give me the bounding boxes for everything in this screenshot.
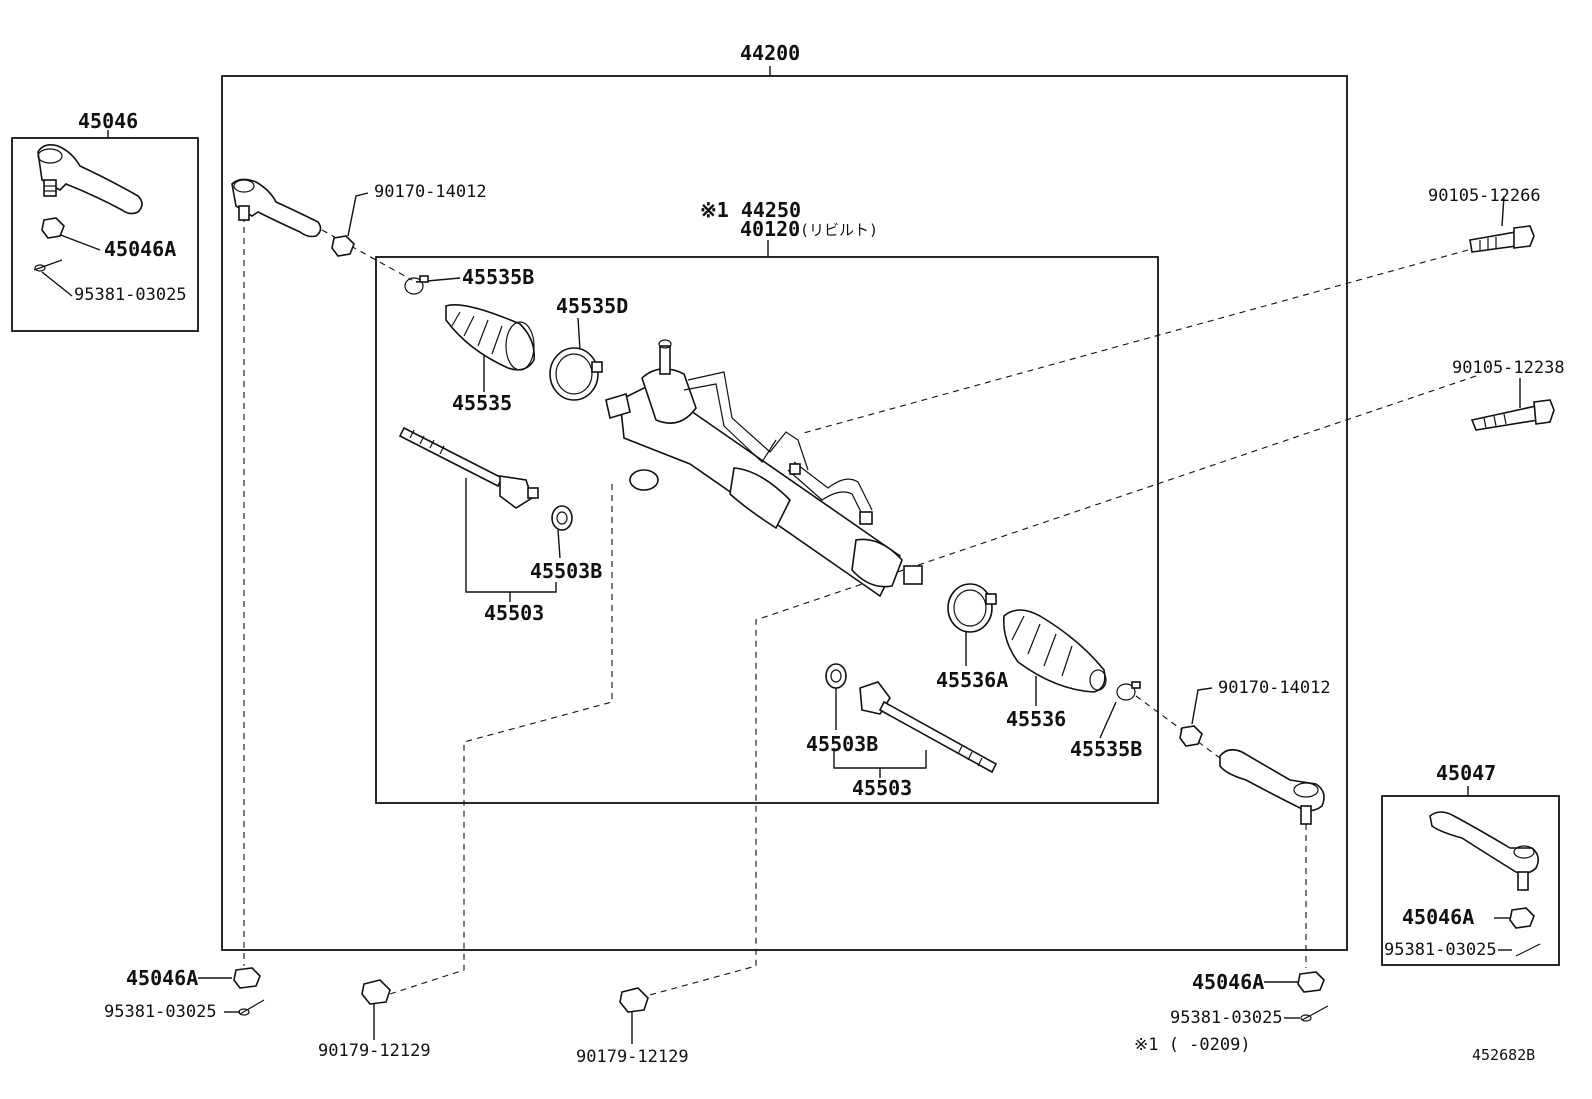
boot-clamp-d bbox=[549, 347, 603, 401]
right-inset-frame bbox=[1381, 795, 1560, 966]
label-left-inset-title: 45046 bbox=[78, 109, 138, 133]
inner-tie-rod-left bbox=[398, 426, 539, 509]
label-footnote: ※1 ( -0209) bbox=[1134, 1035, 1251, 1055]
castle-nut-bottom-right bbox=[1297, 971, 1325, 993]
label-nut-top-left: 90170-14012 bbox=[374, 182, 487, 202]
rebuilt-inner-frame bbox=[375, 256, 1159, 804]
label-nut-bottom-left: 45046A bbox=[126, 966, 198, 990]
label-clamp-d: 45535D bbox=[556, 294, 628, 318]
castle-nut-bottom-left bbox=[233, 967, 261, 989]
cotter-pin-bottom-right bbox=[1300, 1005, 1329, 1022]
label-bolt-lower: 90105-12238 bbox=[1452, 358, 1565, 378]
tie-rod-end-left-inset bbox=[33, 144, 143, 272]
label-right-inset-nut: 45046A bbox=[1402, 905, 1474, 929]
boot-clamp-right bbox=[1116, 681, 1141, 701]
lock-washer-left bbox=[551, 505, 573, 531]
dashed-assembly-lines bbox=[243, 216, 1477, 997]
bolt-upper bbox=[1469, 225, 1535, 253]
label-nut-mid-right: 90170-14012 bbox=[1218, 678, 1331, 698]
boot-left bbox=[445, 304, 536, 371]
castle-nut-mid-right bbox=[1179, 725, 1203, 747]
left-inset-frame bbox=[11, 137, 199, 332]
boot-right bbox=[1002, 609, 1107, 693]
label-nut-bottom-right: 45046A bbox=[1192, 970, 1264, 994]
leader-lines bbox=[41, 192, 1521, 1044]
label-boot-left: 45535 bbox=[452, 391, 512, 415]
label-bushing-nut-mid: 90179-12129 bbox=[576, 1047, 689, 1067]
label-left-inset-nut: 45046A bbox=[104, 237, 176, 261]
label-pin-bottom-right: 95381-03025 bbox=[1170, 1008, 1283, 1028]
tie-rod-end-right bbox=[1219, 748, 1325, 825]
label-main-assembly: 44200 bbox=[740, 41, 800, 65]
label-rod-left: 45503 bbox=[484, 601, 544, 625]
label-pin-bottom-left: 95381-03025 bbox=[104, 1002, 217, 1022]
label-left-inset-pin: 95381-03025 bbox=[74, 285, 187, 305]
label-clamp-a: 45536A bbox=[936, 668, 1008, 692]
label-bushing-nut-left: 90179-12129 bbox=[318, 1041, 431, 1061]
label-clamp-left: 45535B bbox=[462, 265, 534, 289]
boot-clamp-left bbox=[404, 275, 429, 295]
boot-clamp-a bbox=[947, 583, 997, 633]
bushing-nut-mid bbox=[619, 987, 649, 1013]
label-rebuilt-part: 40120 bbox=[740, 217, 800, 241]
lock-washer-right bbox=[825, 663, 847, 689]
tie-rod-end-left bbox=[231, 178, 322, 238]
label-rebuilt-ref: ※1 44250 bbox=[700, 198, 801, 222]
label-boot-right: 45536 bbox=[1006, 707, 1066, 731]
cotter-pin-bottom-left bbox=[238, 999, 265, 1016]
label-clamp-right: 45535B bbox=[1070, 737, 1142, 761]
inner-tie-rod-right bbox=[859, 681, 998, 774]
label-diagram-id: 452682B bbox=[1472, 1046, 1535, 1064]
label-right-inset-title: 45047 bbox=[1436, 761, 1496, 785]
main-assembly-frame bbox=[221, 75, 1348, 951]
rack-housing bbox=[605, 339, 923, 598]
tie-rod-end-right-inset bbox=[1429, 811, 1541, 957]
label-washer-right: 45503B bbox=[806, 732, 878, 756]
castle-nut-top-left bbox=[331, 235, 355, 257]
bushing-nut-left bbox=[361, 979, 391, 1005]
label-washer-left: 45503B bbox=[530, 559, 602, 583]
label-bolt-upper: 90105-12266 bbox=[1428, 186, 1541, 206]
label-rod-right: 45503 bbox=[852, 776, 912, 800]
label-rebuilt-note: (リビルト) bbox=[800, 221, 878, 239]
bolt-lower bbox=[1470, 399, 1555, 431]
label-right-inset-pin: 95381-03025 bbox=[1384, 940, 1497, 960]
